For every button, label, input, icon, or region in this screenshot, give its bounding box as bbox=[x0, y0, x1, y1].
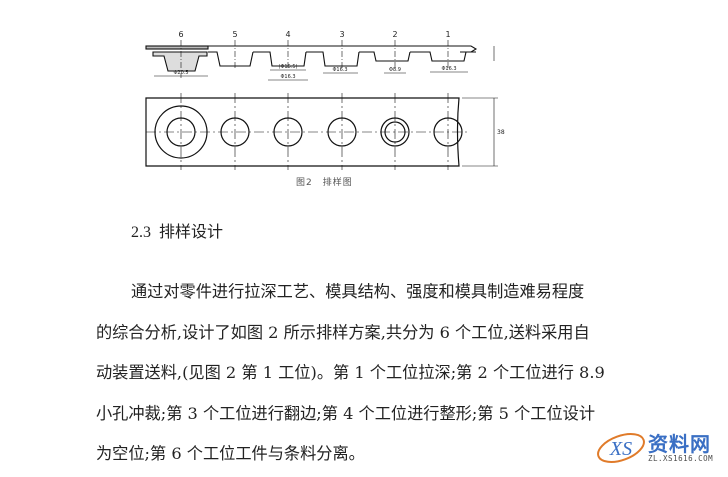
paragraph-line: 通过对零件进行拉深工艺、模具结构、强度和模具制造难易程度 bbox=[131, 282, 585, 301]
xs-logo-icon: XS bbox=[597, 433, 645, 463]
station-label-1: 1 bbox=[445, 30, 450, 39]
dim-station2: Φ8.9 bbox=[389, 67, 401, 73]
body-paragraph: 通过对零件进行拉深工艺、模具结构、强度和模具制造难易程度 的综合分析,设计了如图… bbox=[96, 272, 656, 475]
station-label-3: 3 bbox=[339, 30, 344, 39]
paragraph-line: 为空位;第 6 个工位工件与条料分离。 bbox=[96, 444, 365, 463]
section-heading: 2.3 排样设计 bbox=[131, 218, 223, 242]
station-label-2: 2 bbox=[392, 30, 397, 39]
station-label-5: 5 bbox=[232, 30, 237, 39]
watermark-url: ZL.XS1616.COM bbox=[648, 454, 714, 463]
dim-station4-outer: Φ16.3 bbox=[280, 74, 295, 80]
dim-station3: Φ16.3 bbox=[332, 67, 347, 73]
paragraph-line: 小孔冲裁;第 3 个工位进行翻边;第 4 个工位进行整形;第 5 个工位设计 bbox=[96, 403, 596, 423]
svg-text:XS: XS bbox=[609, 438, 632, 460]
watermark-brand: 资料网 bbox=[648, 432, 711, 456]
strip-layout-figure: 6 5 4 3 2 1 bbox=[0, 0, 728, 200]
dim-station1: Φ16.3 bbox=[441, 66, 456, 72]
station-label-4: 4 bbox=[285, 30, 290, 39]
figure-caption: 图2 排样图 bbox=[296, 178, 353, 188]
section-title: 排样设计 bbox=[159, 222, 224, 241]
strip-layout-drawing: 6 5 4 3 2 1 bbox=[145, 30, 505, 170]
dim-strip-width: 38 bbox=[497, 129, 505, 136]
watermark: XS 资料网 ZL.XS1616.COM bbox=[594, 428, 724, 473]
section-view bbox=[145, 40, 495, 81]
plan-view bbox=[145, 93, 498, 170]
dim-station4-inner: (Φ15.5) bbox=[279, 64, 298, 70]
dim-station6: Φ20.5 bbox=[173, 70, 188, 76]
station-label-6: 6 bbox=[178, 30, 183, 39]
paragraph-line: 动装置送料,(见图 2 第 1 工位)。第 1 个工位拉深;第 2 个工位进行 … bbox=[96, 363, 605, 382]
section-number: 2.3 bbox=[131, 224, 151, 241]
paragraph-line: 的综合分析,设计了如图 2 所示排样方案,共分为 6 个工位,送料采用自 bbox=[96, 322, 590, 342]
